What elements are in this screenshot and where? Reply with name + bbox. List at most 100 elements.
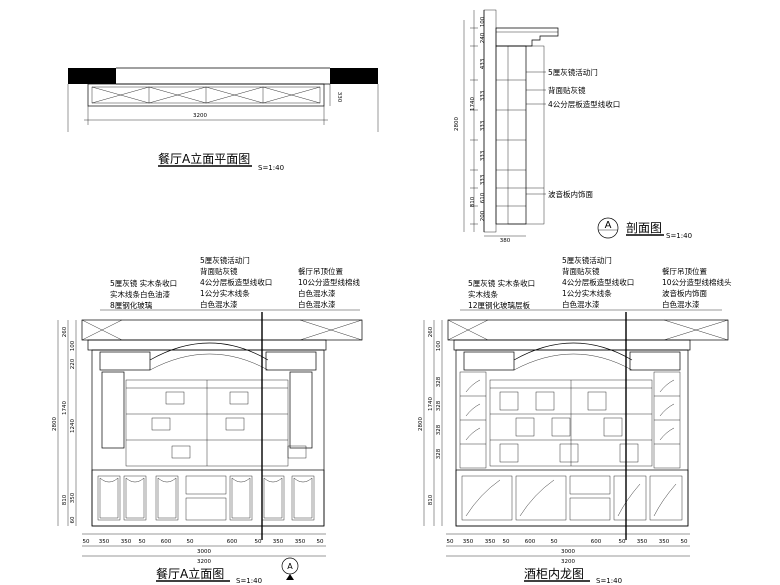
- section-note-4: 波音板内饰面: [548, 189, 593, 199]
- svg-text:333: 333: [480, 174, 486, 185]
- svg-text:810: 810: [62, 494, 68, 505]
- plan-width-dim: 3200: [193, 113, 207, 119]
- section-note-3: 4公分层板造型线收口: [548, 99, 620, 109]
- svg-text:433: 433: [480, 58, 486, 69]
- svg-text:1740: 1740: [62, 401, 68, 415]
- elevation-scale: S=1:40: [236, 577, 262, 585]
- svg-text:350: 350: [273, 539, 284, 545]
- svg-text:2800: 2800: [454, 117, 460, 131]
- svg-text:810: 810: [428, 494, 434, 505]
- svg-text:A: A: [287, 562, 293, 571]
- cab-carcass: [455, 349, 689, 527]
- svg-text:50: 50: [255, 539, 262, 545]
- svg-text:餐厅吊顶位置: 餐厅吊顶位置: [298, 266, 343, 276]
- svg-text:白色混水漆: 白色混水漆: [298, 299, 336, 309]
- svg-text:333: 333: [480, 120, 486, 131]
- svg-text:5厘灰镜 实木条收口: 5厘灰镜 实木条收口: [468, 278, 535, 288]
- svg-text:600: 600: [525, 539, 536, 545]
- svg-text:350: 350: [485, 539, 496, 545]
- svg-text:50: 50: [681, 539, 688, 545]
- section-view: 100 240 433 333 333 333 333 610 200 1740…: [454, 9, 692, 244]
- svg-text:10公分造型线棉线头: 10公分造型线棉线头: [662, 277, 732, 287]
- elev-ceiling: [81, 319, 363, 341]
- svg-text:50: 50: [619, 539, 626, 545]
- svg-text:4公分层板造型线收口: 4公分层板造型线收口: [562, 277, 634, 287]
- plan-wall-right: [330, 68, 378, 84]
- plan-wall-left: [68, 68, 116, 84]
- svg-text:背面贴灰镜: 背面贴灰镜: [562, 266, 600, 276]
- svg-text:50: 50: [447, 539, 454, 545]
- plan-view: 3200 330 餐厅A立面平面图 S=1:40: [67, 67, 379, 172]
- svg-text:600: 600: [227, 539, 238, 545]
- wine-cabinet-elevation: 5厘灰镜 实木条收口 实木线条 12厘钢化玻璃层板 5厘灰镜活动门 背面贴灰镜 …: [418, 255, 732, 585]
- svg-text:1公分实木线条: 1公分实木线条: [200, 288, 250, 298]
- svg-text:600: 600: [161, 539, 172, 545]
- svg-text:3200: 3200: [561, 559, 575, 565]
- svg-text:350: 350: [70, 492, 76, 503]
- elev-carcass: [91, 349, 325, 527]
- svg-text:350: 350: [463, 539, 474, 545]
- svg-text:白色混水漆: 白色混水漆: [298, 288, 336, 298]
- svg-text:4公分层板造型线收口: 4公分层板造型线收口: [200, 277, 272, 287]
- svg-text:350: 350: [121, 539, 132, 545]
- svg-text:50: 50: [139, 539, 146, 545]
- svg-text:328: 328: [436, 448, 442, 459]
- svg-text:328: 328: [436, 400, 442, 411]
- svg-text:610: 610: [480, 192, 486, 203]
- svg-text:260: 260: [428, 326, 434, 337]
- svg-text:50: 50: [551, 539, 558, 545]
- svg-text:3000: 3000: [197, 549, 211, 555]
- svg-text:餐厅吊顶位置: 餐厅吊顶位置: [662, 266, 707, 276]
- plan-title: 餐厅A立面平面图: [158, 151, 250, 166]
- svg-text:100: 100: [436, 340, 442, 351]
- svg-text:220: 220: [70, 358, 76, 369]
- svg-text:200: 200: [480, 210, 486, 221]
- svg-text:50: 50: [317, 539, 324, 545]
- section-title: 剖面图: [626, 221, 662, 235]
- section-note-2: 背面贴灰镜: [548, 85, 586, 95]
- svg-text:1740: 1740: [470, 97, 476, 111]
- svg-text:实木线条白色油漆: 实木线条白色油漆: [110, 289, 170, 299]
- svg-text:5厘灰镜活动门: 5厘灰镜活动门: [562, 255, 612, 265]
- cabinet-title: 酒柜内龙图: [524, 567, 584, 581]
- svg-text:350: 350: [99, 539, 110, 545]
- svg-text:350: 350: [637, 539, 648, 545]
- section-scale: S=1:40: [666, 232, 692, 240]
- svg-text:1公分实木线条: 1公分实木线条: [562, 288, 612, 298]
- svg-text:333: 333: [480, 150, 486, 161]
- section-note-1: 5厘灰镜活动门: [548, 67, 598, 77]
- section-cabinet: [495, 45, 527, 225]
- svg-text:1240: 1240: [70, 419, 76, 433]
- elev-right-glass-door: [289, 371, 313, 449]
- svg-text:12厘钢化玻璃层板: 12厘钢化玻璃层板: [468, 300, 531, 310]
- svg-text:8厘钢化玻璃: 8厘钢化玻璃: [110, 300, 153, 310]
- svg-text:背面贴灰镜: 背面贴灰镜: [200, 266, 238, 276]
- svg-text:810: 810: [470, 196, 476, 207]
- svg-text:328: 328: [436, 424, 442, 435]
- svg-text:100: 100: [70, 340, 76, 351]
- svg-text:333: 333: [480, 90, 486, 101]
- plan-cabinet-outline: [87, 83, 325, 107]
- elev-left-glass-door: [101, 371, 125, 449]
- svg-text:60: 60: [70, 516, 76, 523]
- svg-text:5厘灰镜活动门: 5厘灰镜活动门: [200, 255, 250, 265]
- svg-text:3000: 3000: [561, 549, 575, 555]
- svg-text:3200: 3200: [197, 559, 211, 565]
- svg-text:实木线条: 实木线条: [468, 289, 498, 299]
- svg-text:50: 50: [83, 539, 90, 545]
- svg-text:5厘灰镜 实木条收口: 5厘灰镜 实木条收口: [110, 278, 177, 288]
- elevation-title: 餐厅A立面图: [156, 566, 224, 581]
- svg-text:260: 260: [62, 326, 68, 337]
- svg-text:白色混水漆: 白色混水漆: [562, 299, 600, 309]
- svg-text:2800: 2800: [418, 417, 424, 431]
- svg-text:1740: 1740: [428, 397, 434, 411]
- svg-text:50: 50: [503, 539, 510, 545]
- cabinet-scale: S=1:40: [596, 577, 622, 585]
- svg-text:白色混水漆: 白色混水漆: [662, 299, 700, 309]
- elev-arch: [149, 342, 269, 361]
- svg-text:100: 100: [480, 16, 486, 27]
- svg-text:白色混水漆: 白色混水漆: [200, 299, 238, 309]
- svg-text:350: 350: [659, 539, 670, 545]
- svg-text:350: 350: [295, 539, 306, 545]
